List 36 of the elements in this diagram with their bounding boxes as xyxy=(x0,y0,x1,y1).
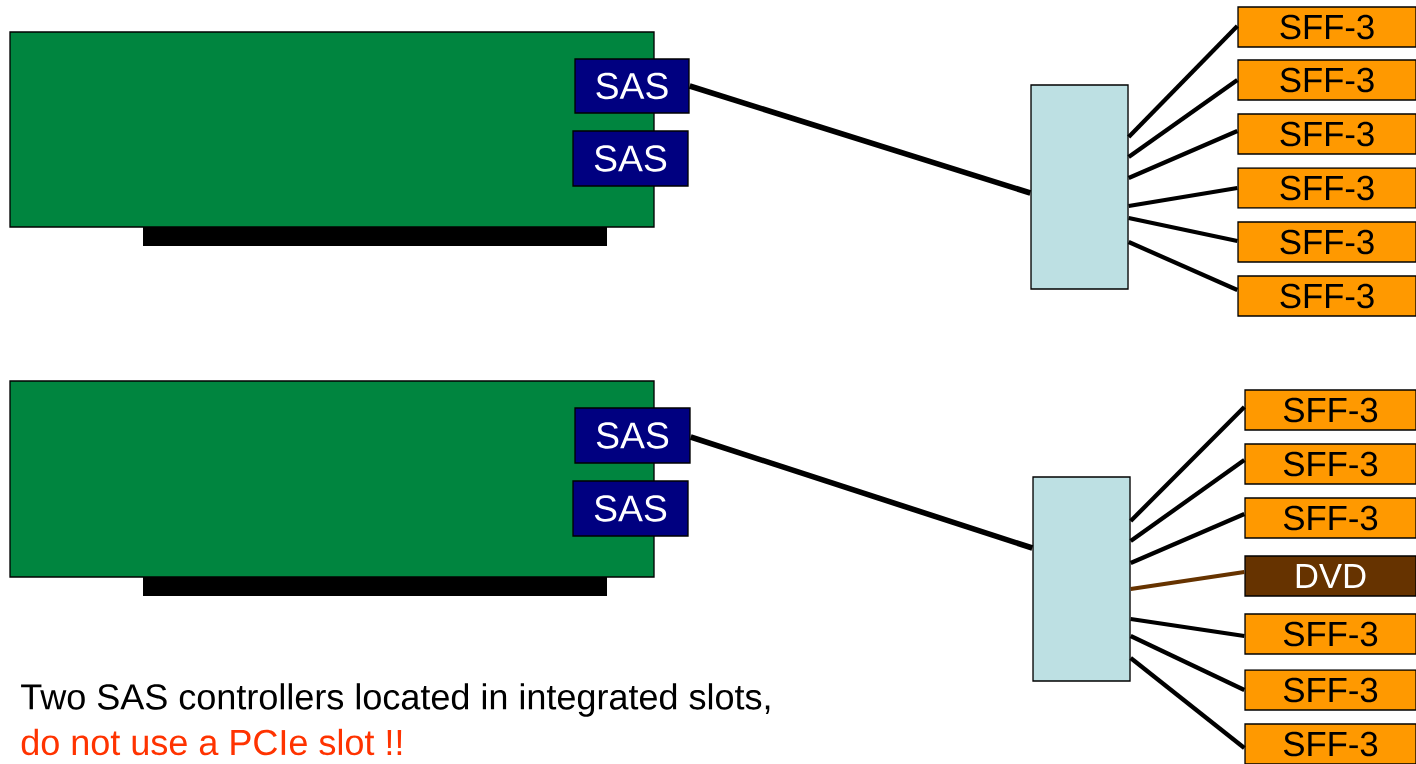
cable-line xyxy=(1127,24,1239,139)
drive-box: SFF-3 xyxy=(1237,6,1416,48)
drive-box: SFF-3 xyxy=(1244,669,1416,711)
cable-line xyxy=(689,434,1034,551)
drive-box: SFF-3 xyxy=(1244,389,1416,431)
drive-box: SFF-3 xyxy=(1244,613,1416,655)
sas-port-box: SAS xyxy=(574,58,690,114)
drive-box: SFF-3 xyxy=(1237,59,1416,101)
sas-port-box: SAS xyxy=(572,480,689,537)
sas-port-box: SAS xyxy=(574,407,691,464)
expander-box xyxy=(1030,84,1129,290)
drive-box: DVD xyxy=(1244,555,1416,597)
drive-box: SFF-3 xyxy=(1237,275,1416,317)
cable-line xyxy=(1129,656,1246,750)
expander-box xyxy=(1032,476,1131,682)
drive-box: SFF-3 xyxy=(1244,497,1416,539)
cable-line xyxy=(1129,634,1246,692)
drive-box: SFF-3 xyxy=(1237,221,1416,263)
cable-line xyxy=(1128,215,1238,244)
cable-line xyxy=(1130,616,1245,639)
drive-box: SFF-3 xyxy=(1237,167,1416,209)
cable-line xyxy=(1129,512,1246,565)
cable-line xyxy=(1127,240,1239,292)
cable-line xyxy=(1127,78,1239,159)
sas-port-box: SAS xyxy=(572,130,689,187)
cable-line xyxy=(688,83,1032,196)
drive-box: SFF-3 xyxy=(1244,723,1416,764)
cable-line xyxy=(1128,185,1238,209)
note-text: do not use a PCIe slot !! xyxy=(21,728,402,756)
cable-line xyxy=(1129,405,1246,523)
cable-line xyxy=(1127,129,1239,180)
drive-box: SFF-3 xyxy=(1244,443,1416,485)
cable-line xyxy=(1129,458,1246,543)
note-text: Two SAS controllers located in integrated slots, xyxy=(21,683,770,717)
drive-box: SFF-3 xyxy=(1237,113,1416,155)
cable-line xyxy=(1130,569,1245,592)
